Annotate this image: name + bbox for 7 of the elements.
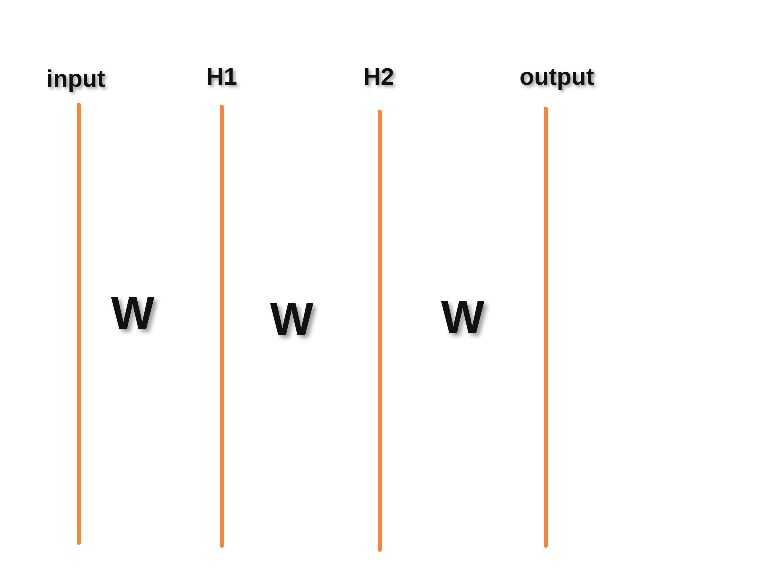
layer-label: H1 xyxy=(206,64,238,92)
weight-label: W xyxy=(270,292,314,346)
layer-label: output xyxy=(520,64,594,92)
layer-label: input xyxy=(46,66,106,94)
weight-label: W xyxy=(111,286,155,340)
layer-label: H2 xyxy=(364,64,394,92)
weight-label: W xyxy=(441,290,485,344)
